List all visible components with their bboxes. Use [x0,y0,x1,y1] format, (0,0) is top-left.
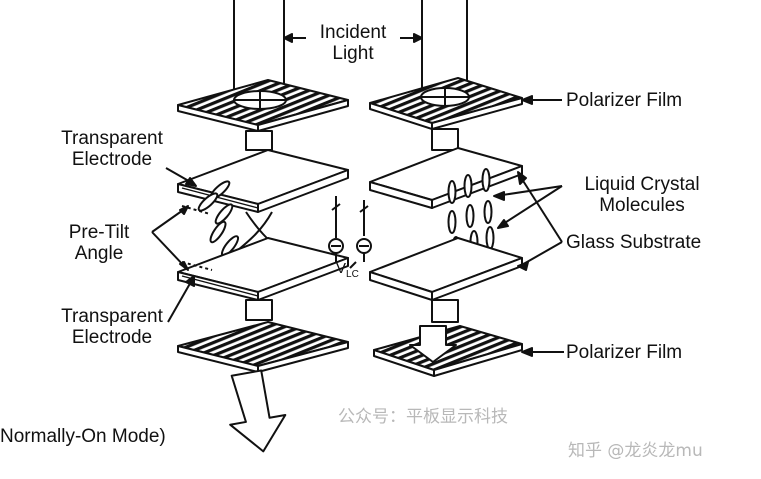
te-top-line-2: Electrode [71,149,153,170]
transparent-electrode-top-label: Transparent Electrode [46,128,178,170]
left-light-arrow-1 [245,130,273,151]
mode-label: Normally-On Mode) [0,426,166,447]
incident-label-line-1: Incident [319,22,387,43]
lc-line-2: Molecules [599,195,685,216]
polarizer-film-top-label: Polarizer Film [566,90,683,111]
te-bottom-line-1: Transparent [61,306,163,327]
pretilt-line-1: Pre-Tilt [68,222,130,243]
incident-light-label: Incident Light [306,22,400,64]
transparent-electrode-bottom-label: Transparent Electrode [46,306,178,348]
zhihu-watermark: 知乎 @龙炎龙mu [568,441,703,461]
vlc-main: V [336,260,347,277]
left-output-arrow [229,369,287,453]
vlc-label: VLC [336,258,359,285]
lc-line-1: Liquid Crystal [584,174,700,195]
right-light-arrow-1 [431,128,459,151]
glass-substrate-label: Glass Substrate [566,232,702,253]
publisher-watermark: 公众号：平板显示科技 [338,407,508,427]
right-light-arrow-2 [431,299,459,323]
te-top-line-1: Transparent [61,128,163,149]
pre-tilt-angle-label: Pre-Tilt Angle [46,222,152,264]
pretilt-line-2: Angle [74,243,124,264]
incident-label-line-2: Light [332,43,374,64]
vlc-sub: LC [346,269,359,280]
polarizer-film-bottom-label: Polarizer Film [566,342,683,363]
voltage-sources [328,196,372,262]
liquid-crystal-label: Liquid Crystal Molecules [566,174,718,216]
te-bottom-line-2: Electrode [71,327,153,348]
left-light-arrow-2 [245,299,273,321]
right-blocked-arrow [409,325,457,363]
